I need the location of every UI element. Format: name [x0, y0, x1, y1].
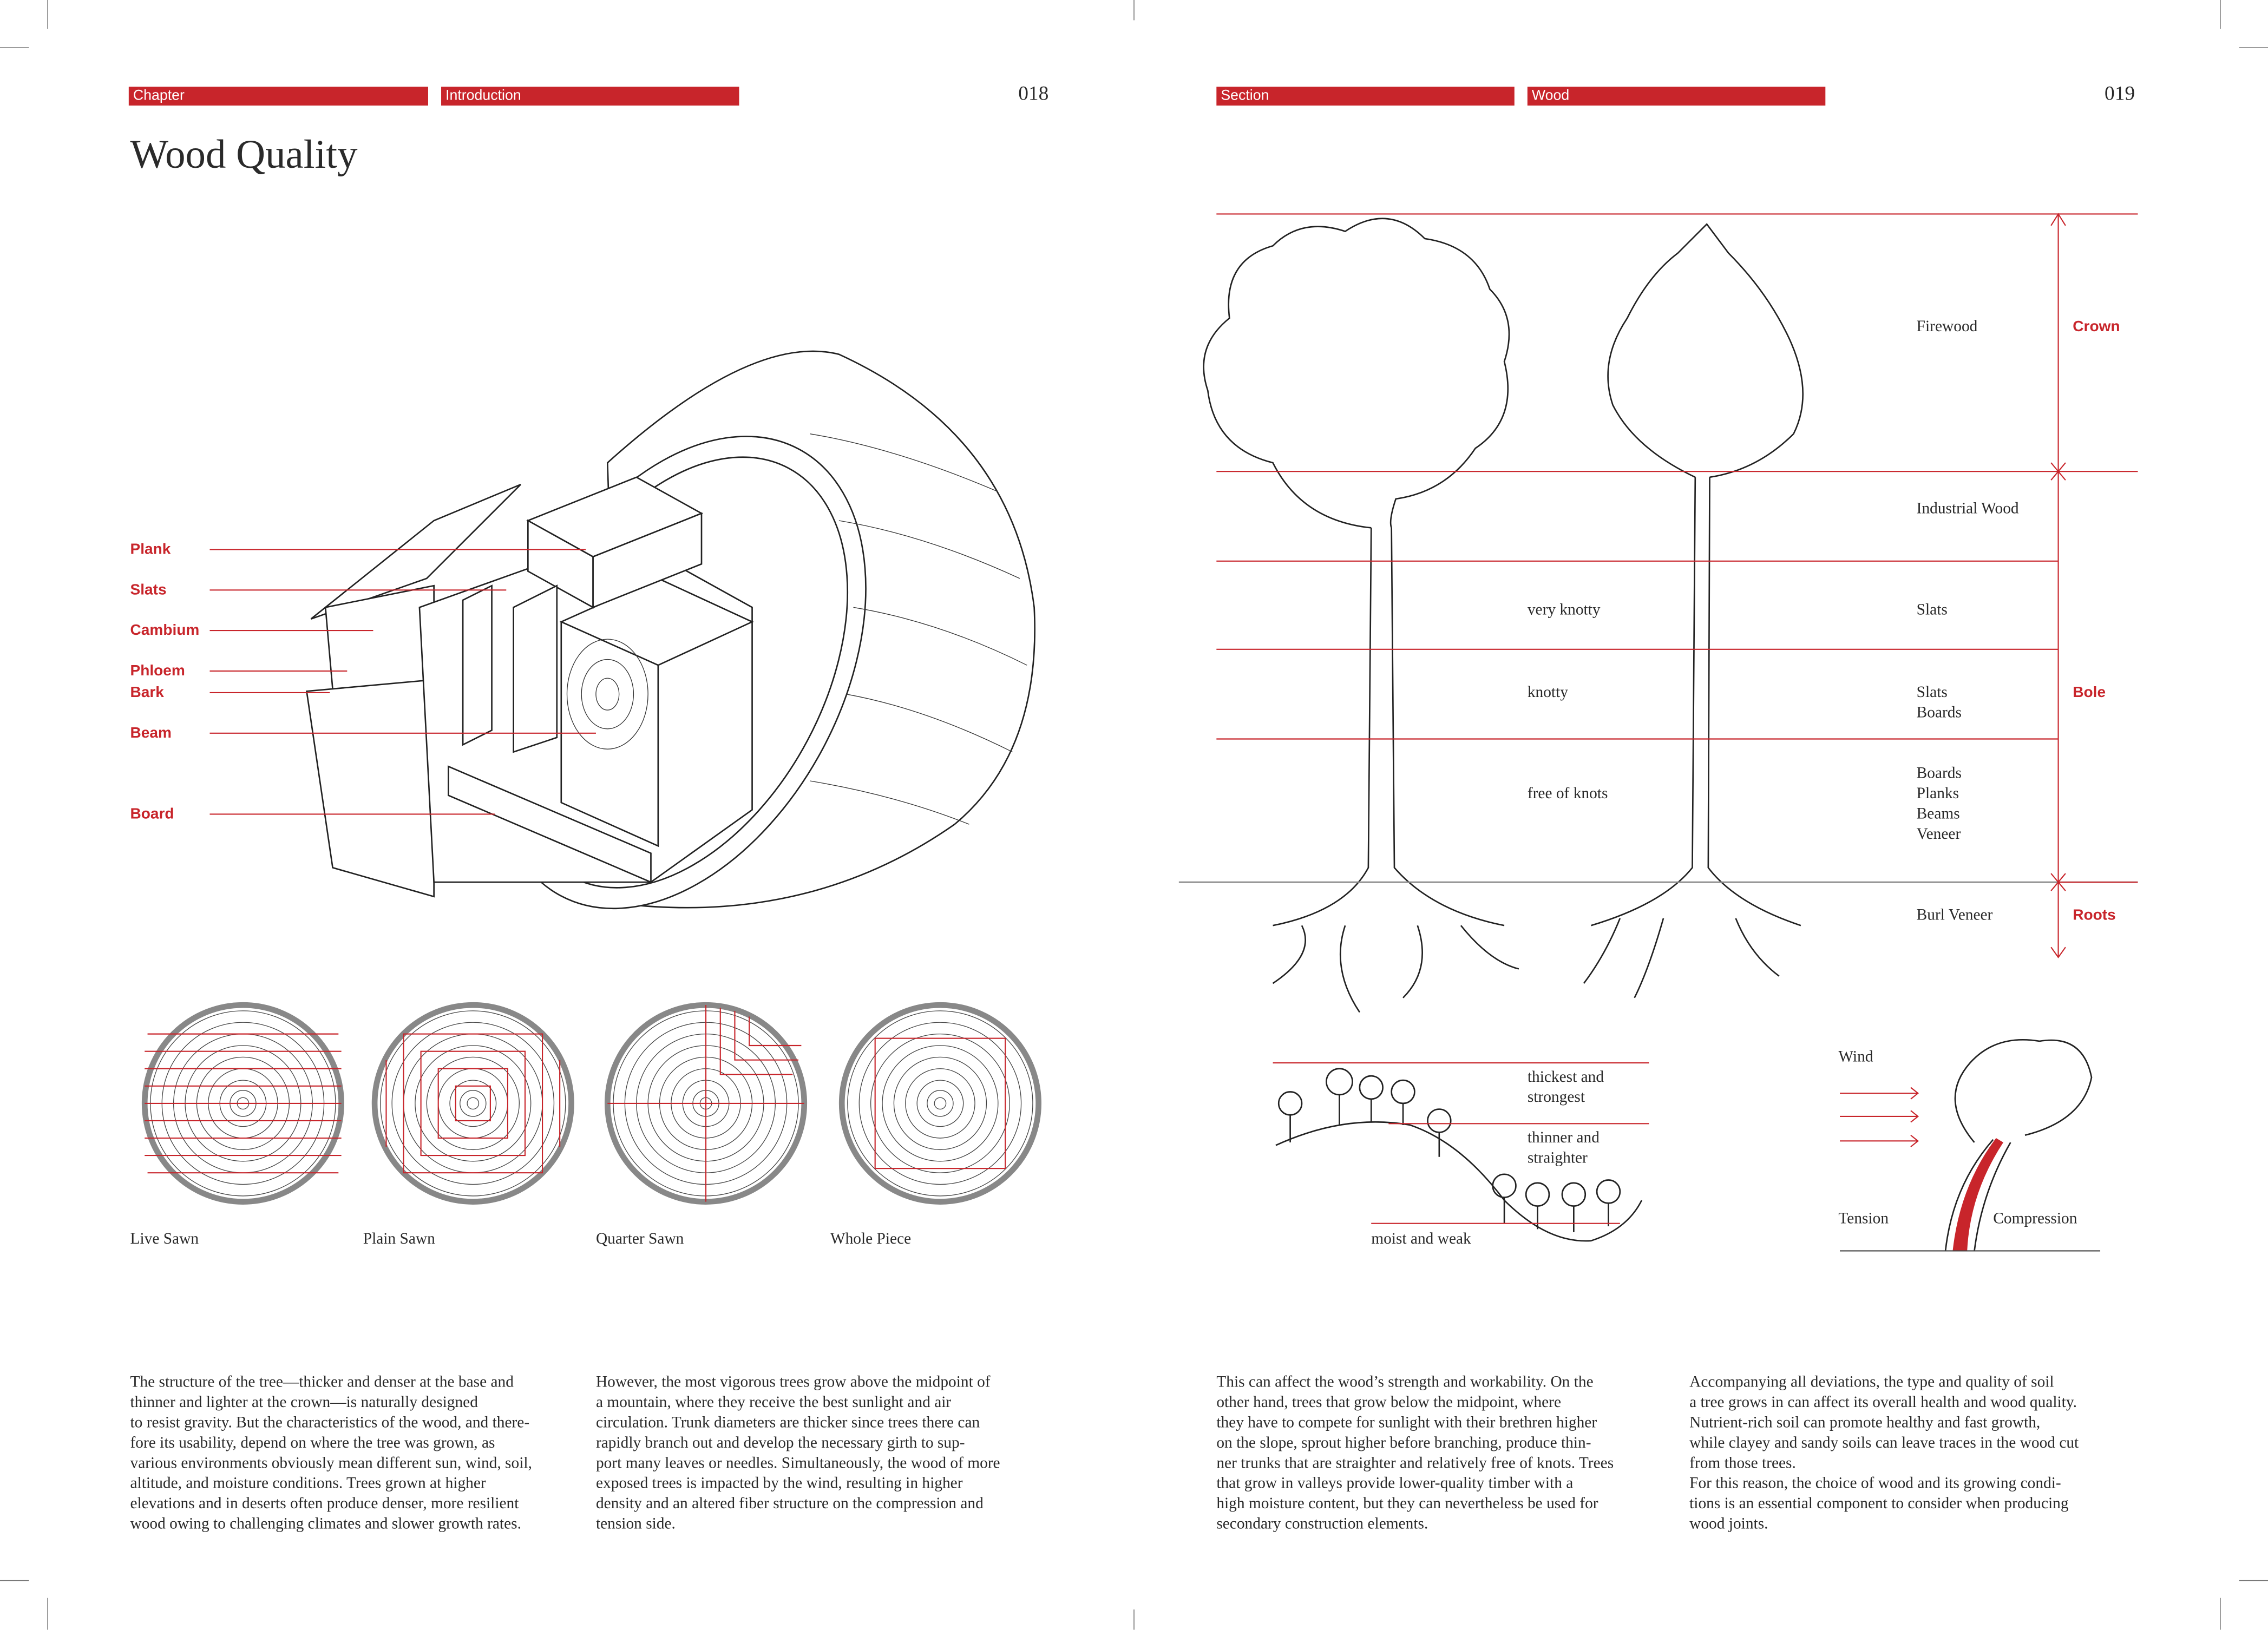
- label-board: Board: [130, 805, 174, 823]
- label-plank: Plank: [130, 541, 171, 558]
- label-cambium: Cambium: [130, 622, 200, 640]
- quality-very-knotty: very knotty: [1527, 601, 1601, 619]
- use-boards: Boards: [1916, 704, 1962, 722]
- use-veneer: Veneer: [1916, 825, 1961, 843]
- use-beams: Beams: [1916, 805, 1960, 823]
- body-text-column-4: Accompanying all deviations, the type an…: [1689, 1373, 2079, 1533]
- tension-label: Tension: [1838, 1210, 1889, 1228]
- quality-free-of-knots: free of knots: [1527, 785, 1608, 803]
- plain-sawn-diagram: [371, 1002, 574, 1205]
- label-beam: Beam: [130, 724, 172, 742]
- caption-live-sawn: Live Sawn: [130, 1231, 199, 1248]
- sawing-methods-illustration: [141, 1002, 1041, 1205]
- caption-whole-piece: Whole Piece: [830, 1231, 912, 1248]
- caption-quarter-sawn: Quarter Sawn: [595, 1231, 684, 1248]
- use-burl-veneer: Burl Veneer: [1916, 906, 1993, 924]
- page-number: 019: [2105, 83, 2135, 106]
- body-text-column-1: The structure of the tree—thicker and de…: [130, 1373, 532, 1533]
- body-text-column-2: However, the most vigorous trees grow ab…: [595, 1373, 1000, 1533]
- use-industrial-wood: Industrial Wood: [1916, 500, 2019, 518]
- chapter-name-tag: Introduction: [441, 87, 739, 106]
- label-bark: Bark: [130, 683, 164, 702]
- label-slats: Slats: [130, 581, 167, 599]
- slope-and-wind-diagrams: [1273, 1039, 2101, 1252]
- slope-top-line1: thickest and: [1527, 1068, 1604, 1086]
- tree-zones-diagram: [1178, 213, 2138, 1013]
- live-sawn-diagram: [141, 1002, 344, 1205]
- quality-knotty: knotty: [1527, 683, 1568, 702]
- use-firewood: Firewood: [1916, 318, 1978, 336]
- chapter-tag: Chapter: [128, 87, 428, 106]
- quarter-sawn-diagram: [604, 1002, 808, 1205]
- use-slats-2: Slats: [1916, 683, 1948, 702]
- label-phloem: Phloem: [130, 662, 185, 680]
- whole-piece-diagram: [838, 1002, 1041, 1205]
- section-tag: Section: [1216, 87, 1515, 106]
- zone-bole: Bole: [2073, 683, 2106, 702]
- compression-label: Compression: [1993, 1210, 2077, 1228]
- use-planks: Planks: [1916, 785, 1959, 803]
- slope-middle-line2: straighter: [1527, 1149, 1588, 1167]
- slope-top-line2: strongest: [1527, 1089, 1585, 1107]
- hill-trees: [1277, 1068, 1621, 1232]
- use-slats: Slats: [1916, 601, 1948, 619]
- section-name-tag: Wood: [1527, 87, 1826, 106]
- zone-crown: Crown: [2073, 318, 2120, 336]
- log-cross-section-illustration: [209, 350, 1035, 910]
- caption-plain-sawn: Plain Sawn: [363, 1231, 435, 1248]
- slope-middle-line1: thinner and: [1527, 1129, 1600, 1147]
- wind-label: Wind: [1838, 1048, 1873, 1066]
- use-boards-2: Boards: [1916, 765, 1962, 783]
- page-title: Wood Quality: [130, 133, 358, 178]
- slope-bottom: moist and weak: [1371, 1231, 1471, 1248]
- zone-roots: Roots: [2073, 906, 2116, 924]
- body-text-column-3: This can affect the wood’s strength and …: [1216, 1373, 1614, 1533]
- page-number: 018: [1018, 83, 1049, 106]
